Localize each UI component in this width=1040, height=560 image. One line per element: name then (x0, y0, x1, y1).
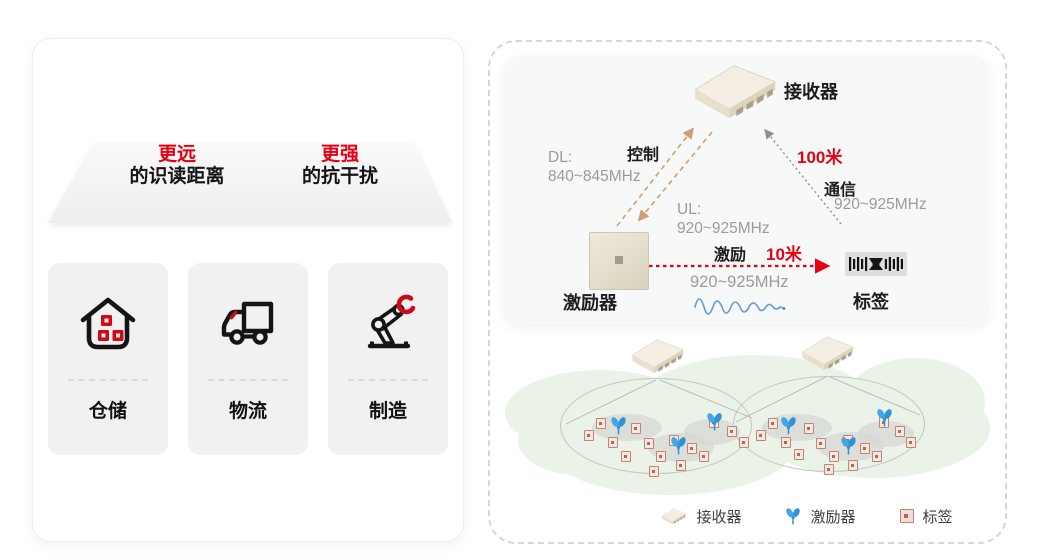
exciter-icon (786, 507, 801, 524)
benefit-distance: 更远 的识读距离 (107, 144, 247, 189)
benefit-distance-highlight: 更远 (157, 144, 196, 165)
tag-label: 标签 (853, 292, 889, 312)
comm-distance-label: 100米 (797, 148, 843, 167)
card-divider (68, 379, 148, 381)
benefit-distance-desc: 的识读距离 (129, 166, 225, 188)
coverage-area-ellipse (560, 378, 752, 474)
use-case-label-logistics: 物流 (228, 401, 267, 422)
use-case-card-manufacturing: 制造 (328, 263, 448, 455)
exciter-label: 激励器 (563, 293, 617, 313)
benefit-interference-desc: 的抗干扰 (301, 166, 378, 188)
legend: 接收器 激励器 标签 (610, 503, 1003, 529)
legend-tag-label: 标签 (922, 508, 953, 526)
receiver-label: 接收器 (784, 82, 838, 102)
dl-freq: 840~845MHz (548, 168, 641, 186)
comm-freq-label: 920~925MHz (834, 196, 927, 213)
receiver-icon (660, 507, 687, 526)
dl-freq-label: DL: 840~845MHz (548, 148, 641, 187)
warehouse-icon (80, 297, 136, 350)
robot-arm-icon (367, 294, 416, 349)
dl-prefix: DL: (548, 149, 573, 166)
exciter-device-icon (589, 232, 649, 290)
legend-receiver-label: 接收器 (696, 508, 742, 526)
legend-item-tag: 标签 (899, 506, 953, 527)
coverage-area-ellipse (733, 376, 925, 472)
legend-item-receiver: 接收器 (660, 506, 741, 527)
excite-label: 激励 (714, 247, 747, 264)
stage-platform (32, 143, 462, 223)
use-case-label-warehouse: 仓储 (88, 401, 127, 422)
solution-panel (488, 40, 1007, 544)
comm-label: 通信 (824, 182, 857, 199)
benefit-interference: 更强 的抗干扰 (270, 144, 410, 189)
use-case-label-manufacturing: 制造 (368, 401, 407, 422)
tag-icon (899, 509, 914, 523)
use-case-card-warehouse: 仓储 (48, 263, 168, 455)
use-case-card-logistics: 物流 (188, 263, 308, 455)
excite-distance-label: 10米 (766, 245, 802, 264)
legend-item-exciter: 激励器 (785, 506, 856, 527)
benefit-interference-highlight: 更强 (320, 144, 359, 165)
wave-icon (694, 298, 786, 315)
truck-icon (221, 301, 274, 345)
receiver-device-icon (686, 60, 782, 124)
card-divider (208, 379, 288, 381)
control-label: 控制 (627, 147, 660, 164)
ul-prefix: UL: (677, 201, 702, 218)
stage-trapezoid (47, 143, 453, 223)
rfid-tag-icon (845, 252, 907, 276)
ul-freq-label: UL: 920~925MHz (677, 200, 770, 239)
card-divider (348, 379, 428, 381)
excite-freq-label: 920~925MHz (690, 273, 789, 291)
ul-freq: 920~925MHz (677, 220, 770, 238)
legend-exciter-label: 激励器 (810, 508, 856, 526)
